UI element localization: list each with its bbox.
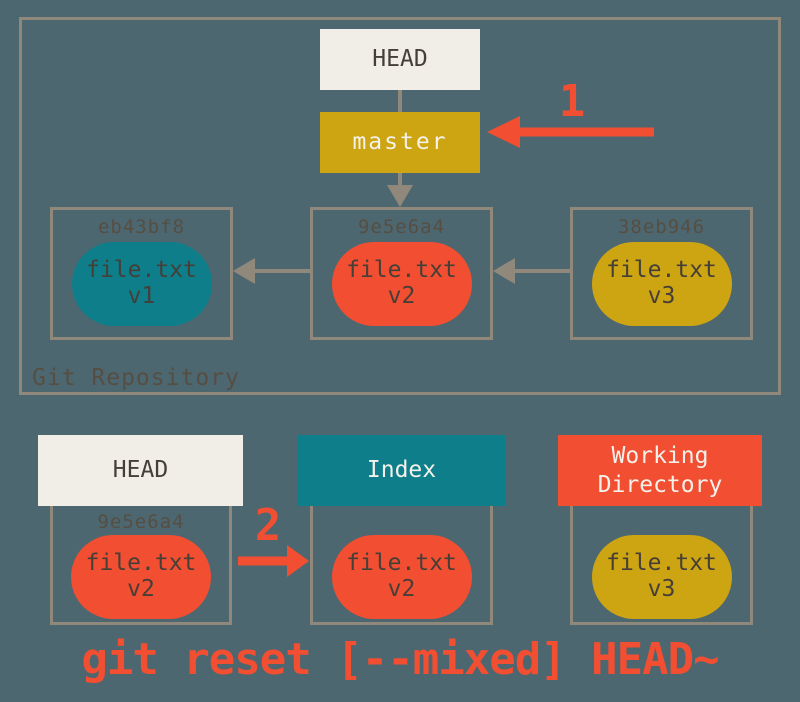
- head-node: HEAD: [320, 29, 480, 90]
- index-file-snapshot: file.txt v2: [331, 535, 472, 619]
- file-version: v2: [387, 576, 416, 602]
- index-area-box: file.txt v2: [310, 470, 493, 625]
- commit-hash: 38eb946: [617, 216, 706, 238]
- git-repository-box: Git Repository: [19, 17, 781, 395]
- file-version: v2: [127, 576, 155, 602]
- file-name: file.txt: [86, 257, 197, 284]
- step-2-label: 2: [254, 500, 282, 551]
- commit-hash: 9e5e6a4: [357, 216, 446, 238]
- commit-box-eb43bf8: eb43bf8 file.txt v1: [50, 207, 233, 340]
- commit-box-38eb946: 38eb946 file.txt v3: [570, 207, 753, 340]
- file-snapshot-v2: file.txt v2: [331, 242, 472, 326]
- file-snapshot-v3: file.txt v3: [591, 242, 732, 326]
- head-area-header: HEAD: [38, 435, 243, 506]
- file-snapshot-v1: file.txt v1: [71, 242, 212, 326]
- file-version: v3: [647, 283, 676, 309]
- file-name: file.txt: [346, 550, 457, 577]
- command-caption: git reset [--mixed] HEAD~: [81, 634, 719, 685]
- head-area-box: 9e5e6a4 file.txt v2: [50, 470, 232, 625]
- master-branch-node: master: [320, 112, 480, 173]
- working-directory-file-snapshot: file.txt v3: [591, 535, 732, 619]
- commit-hash: eb43bf8: [97, 216, 186, 238]
- commit-box-9e5e6a4: 9e5e6a4 file.txt v2: [310, 207, 493, 340]
- step2-arrowhead: [287, 545, 309, 577]
- file-name: file.txt: [346, 257, 457, 284]
- file-name: file.txt: [85, 550, 197, 577]
- head-commit-hash: 9e5e6a4: [97, 511, 185, 533]
- head-file-snapshot: file.txt v2: [71, 535, 211, 619]
- file-version: v3: [647, 576, 676, 602]
- working-directory-area-header: Working Directory: [558, 435, 762, 506]
- step-1-label: 1: [558, 76, 586, 127]
- file-version: v1: [127, 283, 156, 309]
- file-name: file.txt: [606, 257, 717, 284]
- file-name: file.txt: [606, 550, 717, 577]
- file-version: v2: [387, 283, 416, 309]
- index-area-header: Index: [298, 435, 505, 506]
- git-repository-label: Git Repository: [32, 365, 240, 391]
